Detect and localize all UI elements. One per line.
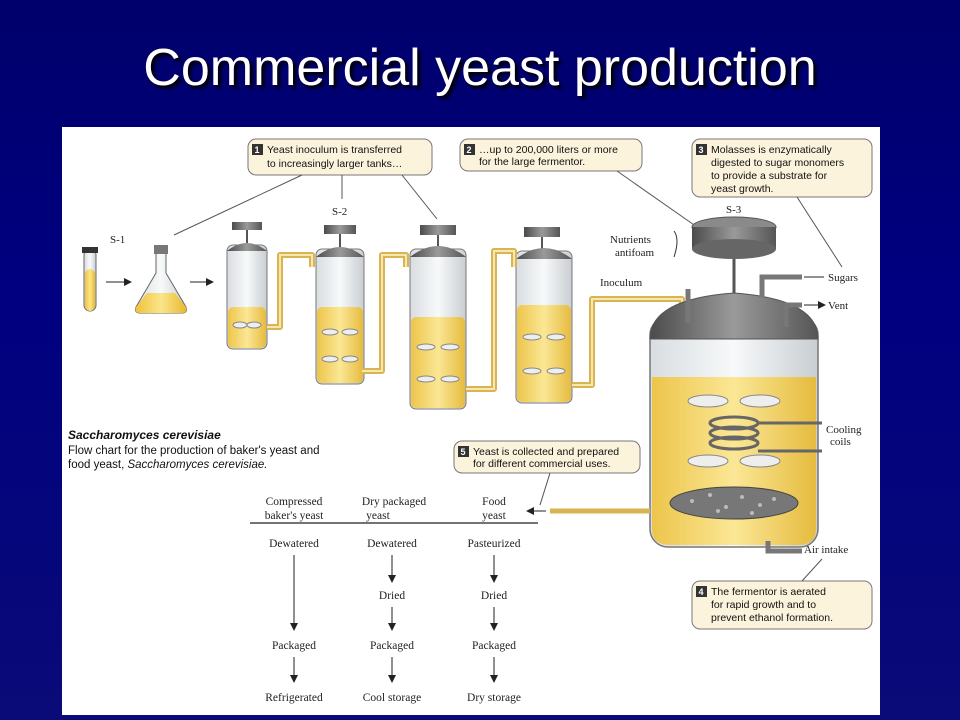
seed-tank-3 [409, 225, 467, 410]
test-tube: S-1 [82, 234, 132, 312]
flow-column-food: Food yeast Pasteurized Dried Packaged Dr… [467, 496, 521, 704]
svg-text:Saccharomyces cerevisiae: Saccharomyces cerevisiae [68, 428, 221, 442]
svg-text:Pasteurized: Pasteurized [467, 538, 520, 550]
svg-text:Refrigerated: Refrigerated [265, 692, 323, 704]
flow-column-dry-packaged: Dry packaged yeast Dewatered Dried Packa… [362, 496, 426, 704]
flow-column-compressed: Compressed baker's yeast Dewatered Packa… [265, 496, 324, 704]
callout-3: 3 Molasses is enzymatically digested to … [691, 138, 873, 268]
svg-text:for different commercial uses.: for different commercial uses. [473, 458, 611, 470]
svg-text:baker's yeast: baker's yeast [265, 510, 324, 522]
svg-text:Dewatered: Dewatered [269, 538, 319, 550]
svg-text:prevent ethanol formation.: prevent ethanol formation. [711, 612, 833, 624]
flask [135, 245, 214, 314]
svg-text:The fermentor is aerated: The fermentor is aerated [711, 586, 826, 598]
sugars-label: Sugars [828, 272, 858, 284]
slide-title: Commercial yeast production [143, 39, 817, 97]
vent-label: Vent [828, 300, 848, 312]
flow-chart: Compressed baker's yeast Dewatered Packa… [250, 496, 538, 704]
svg-text:yeast growth.: yeast growth. [711, 183, 773, 195]
seed-tank-2: S-2 [315, 206, 365, 385]
main-fermentor: S-3 [649, 204, 822, 554]
callout-5: 5 Yeast is collected and prepared for di… [453, 440, 641, 506]
svg-text:Packaged: Packaged [472, 640, 516, 652]
cooling-label: Cooling [826, 424, 862, 436]
svg-text:Dewatered: Dewatered [367, 538, 417, 550]
inoculum-label: Inoculum [600, 277, 643, 289]
seed-tank-1 [226, 222, 268, 350]
coils-label: coils [830, 436, 851, 448]
svg-text:Dried: Dried [379, 590, 405, 602]
stage-label-s3: S-3 [726, 204, 742, 216]
svg-text:to provide a substrate for: to provide a substrate for [711, 170, 828, 182]
svg-text:Yeast inoculum is transferred: Yeast inoculum is transferred [267, 144, 402, 156]
stage-label-s2: S-2 [332, 206, 347, 218]
diagram-panel: 1 Yeast inoculum is transferred to incre… [62, 127, 880, 715]
svg-text:Dried: Dried [481, 590, 507, 602]
svg-text:yeast: yeast [482, 510, 506, 522]
nutrients-label: Nutrients [610, 234, 651, 246]
svg-text:3: 3 [699, 145, 704, 155]
svg-text:to increasingly larger tanks…: to increasingly larger tanks… [267, 158, 402, 170]
caption: Saccharomyces cerevisiae Flow chart for … [68, 428, 320, 471]
svg-text:5: 5 [461, 447, 466, 457]
svg-text:Dry storage: Dry storage [467, 692, 521, 704]
svg-text:4: 4 [699, 587, 704, 597]
air-intake-label: Air intake [804, 544, 848, 556]
cooling-coil [708, 415, 822, 453]
svg-text:Dry packaged: Dry packaged [362, 496, 426, 508]
svg-text:Molasses is enzymatically: Molasses is enzymatically [711, 144, 833, 156]
svg-text:Compressed: Compressed [266, 496, 323, 508]
svg-text:for the large fermentor.: for the large fermentor. [479, 156, 585, 168]
seed-tank-4 [515, 227, 573, 404]
svg-text:2: 2 [467, 145, 472, 155]
antifoam-label: antifoam [615, 247, 655, 259]
callout-1: 1 Yeast inoculum is transferred to incre… [173, 138, 438, 236]
svg-text:…up to 200,000 liters or more: …up to 200,000 liters or more [479, 144, 618, 156]
svg-text:Flow chart for the production: Flow chart for the production of baker's… [68, 445, 320, 457]
svg-text:Food: Food [482, 496, 506, 508]
svg-text:Yeast is collected and prepare: Yeast is collected and prepared [473, 446, 619, 458]
svg-text:yeast: yeast [366, 510, 390, 522]
svg-text:digested to sugar monomers: digested to sugar monomers [711, 157, 844, 169]
yeast-production-diagram: 1 Yeast inoculum is transferred to incre… [68, 138, 873, 704]
svg-text:Packaged: Packaged [370, 640, 414, 652]
svg-text:for rapid growth and to: for rapid growth and to [711, 599, 816, 611]
stage-label-s1: S-1 [110, 234, 125, 246]
svg-text:Packaged: Packaged [272, 640, 316, 652]
callout-4: 4 The fermentor is aerated for rapid gro… [691, 558, 873, 630]
svg-text:1: 1 [255, 145, 260, 155]
svg-text:Cool storage: Cool storage [363, 692, 421, 704]
callout-2: 2 …up to 200,000 liters or more for the … [459, 138, 698, 228]
svg-text:food yeast, Saccharomyces cere: food yeast, Saccharomyces cerevisiae. [68, 459, 267, 471]
